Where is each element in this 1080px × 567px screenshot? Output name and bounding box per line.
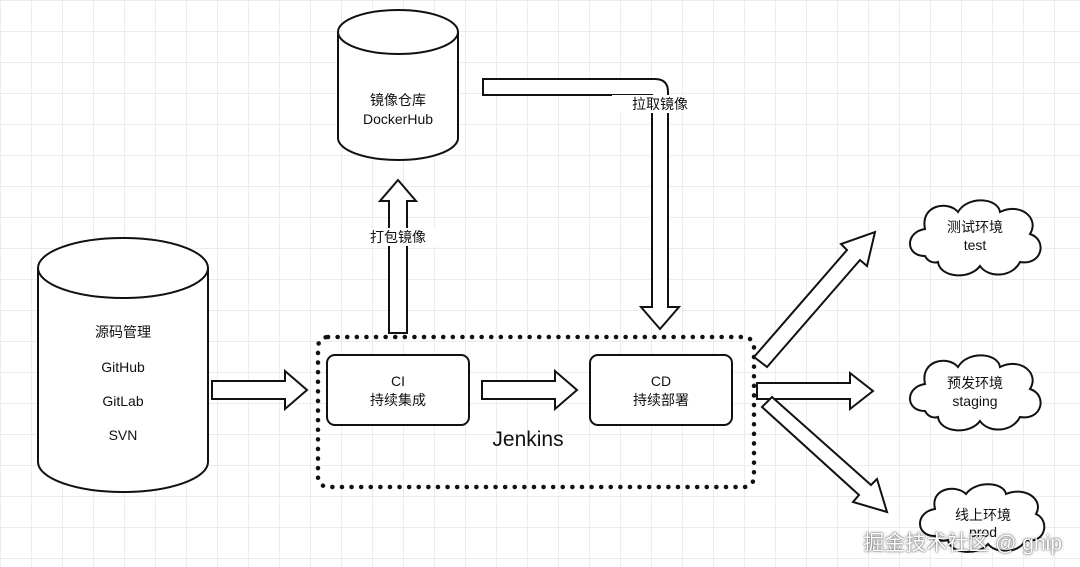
source-control-title: 源码管理	[95, 324, 151, 340]
jenkins-boundary	[315, 334, 757, 490]
source-control-cylinder	[37, 237, 209, 493]
cd-to-test-arrow	[752, 230, 877, 369]
prod-env-subtitle: prod	[968, 524, 998, 540]
test-env-cloud	[909, 199, 1042, 277]
ci-subtitle: 持续集成	[370, 392, 426, 408]
jenkins-label: Jenkins	[492, 428, 564, 451]
source-item-svn: SVN	[108, 427, 138, 443]
source-item-github: GitHub	[101, 359, 145, 375]
prod-env-cloud	[919, 483, 1046, 553]
pull-image-arrow	[482, 78, 682, 331]
registry-cylinder	[337, 9, 459, 161]
test-env-title: 测试环境	[947, 219, 1003, 235]
prod-env-title: 线上环境	[955, 507, 1011, 523]
ci-to-cd-arrow	[481, 368, 579, 412]
source-to-ci-arrow	[211, 368, 309, 412]
cd-box	[589, 354, 733, 426]
source-item-gitlab: GitLab	[102, 393, 144, 409]
staging-env-title: 预发环境	[947, 375, 1003, 391]
cd-title: CD	[650, 373, 672, 389]
cd-to-prod-arrow	[760, 395, 889, 514]
staging-env-cloud	[909, 354, 1042, 432]
build-image-arrow	[377, 178, 419, 334]
test-env-subtitle: test	[963, 237, 987, 253]
registry-title: 镜像仓库	[370, 92, 426, 108]
build-image-label: 打包镜像	[350, 228, 446, 246]
pull-image-label: 拉取镜像	[612, 95, 708, 113]
ci-box	[326, 354, 470, 426]
cd-subtitle: 持续部署	[633, 392, 689, 408]
ci-title: CI	[391, 373, 405, 389]
staging-env-subtitle: staging	[952, 393, 998, 409]
watermark: 掘金技术社区 @ gnip	[863, 532, 1062, 555]
registry-subtitle: DockerHub	[362, 111, 434, 127]
